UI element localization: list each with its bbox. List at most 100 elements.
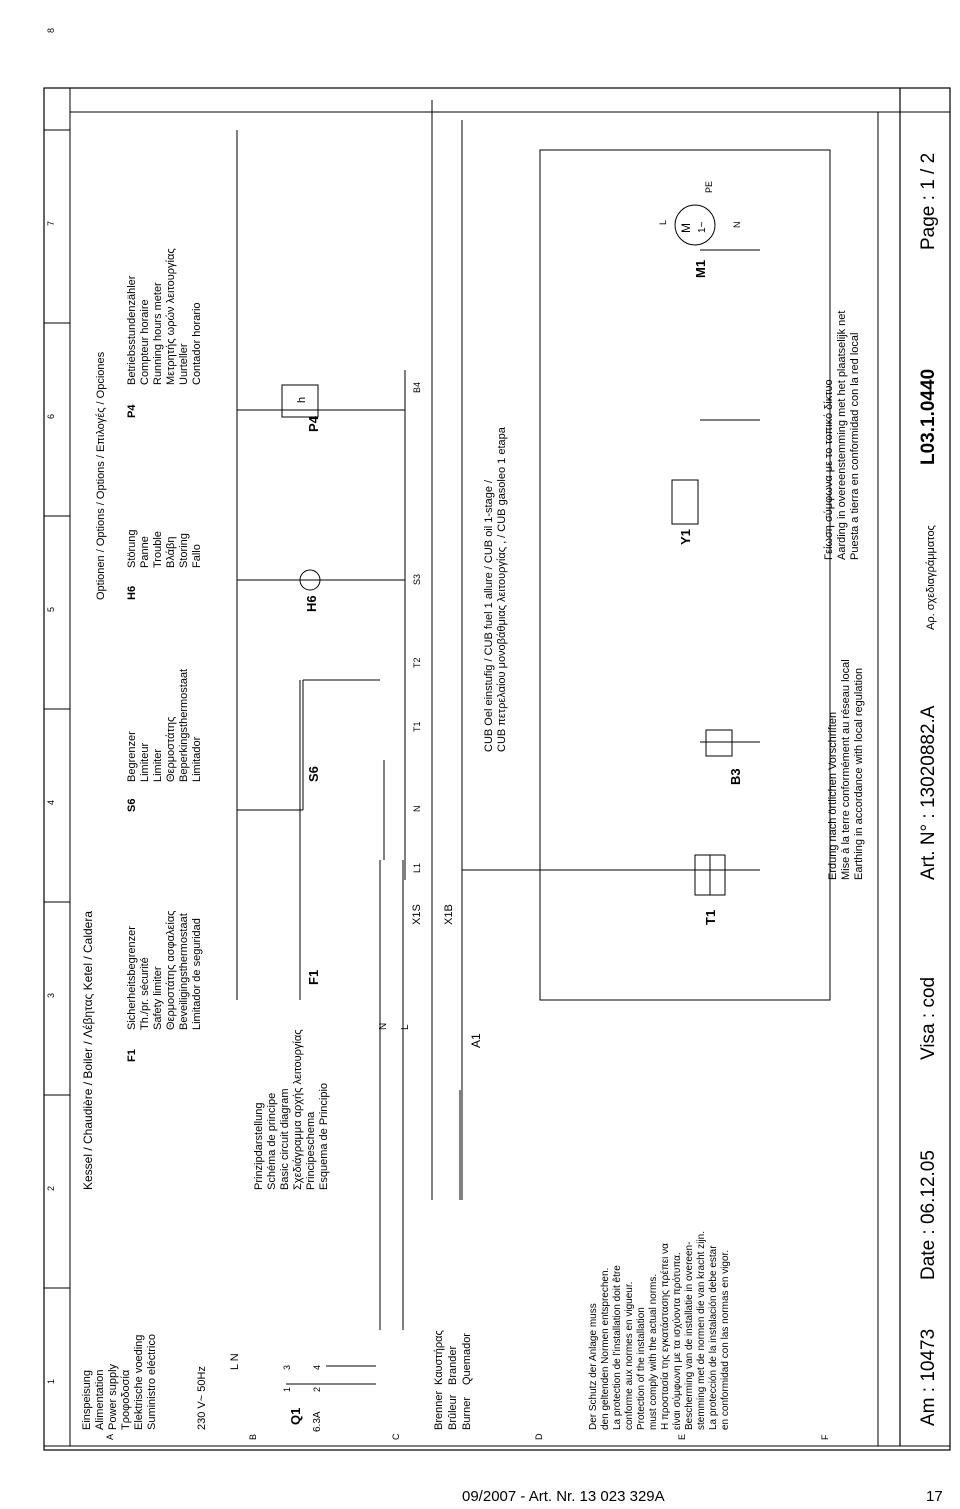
title-drawing-code: L03.1.0440 [918,369,939,465]
s6-legend: Beperkingsthermostaat [178,669,190,782]
p4-code: P4 [126,404,138,418]
f1-legend: Limitador de seguridad [191,918,203,1030]
drawing-content [286,1365,376,1385]
protection-note: en conformidad con las normas en vigor. [720,1250,731,1430]
y1-device-label: Y1 [678,529,693,545]
burner-name: Καυστήρας [433,1330,445,1385]
circuit-wiring [286,1365,376,1385]
photocell-b3 [705,729,733,757]
grid-column-label: 4 [46,800,56,805]
h6-legend: Trouble [152,531,164,568]
principle-label: Basic circuit diagram [279,1089,291,1190]
p4-legend: Betriebsstundenzähler [126,275,138,385]
p4-legend: Contador horario [191,302,203,385]
h6-legend: Fallo [191,544,203,568]
m1-device-label: M1 [693,260,708,278]
supply-terminals: L N [229,1353,241,1370]
protection-note: La protection de l'installation doit êtr… [612,1265,623,1430]
motor-pin-n: N [732,222,742,229]
motor-pin-pe: PE [704,181,714,193]
h6-legend: Störung [126,529,138,568]
f1-legend: Beveiligingsthermostaat [178,913,190,1030]
grid-row-label: C [391,1433,401,1440]
h6-device-label: H6 [304,595,319,612]
grid-row-label: A [105,1434,115,1440]
earthing-note: Earthing in accordance with local regula… [853,668,865,880]
principle-label: Principeschema [305,1111,317,1190]
q1-rating: 6.3A [312,1411,323,1432]
title-page: Page : 1 / 2 [918,153,939,250]
earthing-note: Γείωση σύμφωνα με το τοπικό δίκτυο [823,379,835,560]
grid-ticks [44,129,70,1289]
protection-note: Protection of the installation [636,1307,647,1430]
kessel-title: Kessel / Chaudière / Boiler / Λέβητας Ke… [81,911,95,1190]
footer-page-number: 17 [926,1488,943,1505]
f1-legend: Th./pr. sécurité [139,957,151,1030]
supply-label: Power supply [107,1363,119,1430]
grid-column-label: 6 [46,414,56,419]
grid-column-label: 5 [46,607,56,612]
h6-legend: Storing [178,533,190,568]
supply-label: Einspeisung [81,1370,93,1430]
burner-name: Brenner [433,1391,445,1430]
cub-label: CUB Oel einstufig / CUB fuel 1 allure / … [483,479,495,752]
solenoid-y1 [671,479,699,525]
motor-letter: M [679,223,693,233]
q1-pin: 4 [312,1365,322,1370]
pin-n: N [412,806,422,813]
grid-column-label: 2 [46,1186,56,1191]
protection-note: είναι σύμφωνη με τα ισχύοντα πρότυπα. [671,1252,683,1430]
grid-column-label: 3 [46,993,56,998]
title-ar: Αρ. σχεδιαγράμματος [925,525,937,630]
grid-row-label: B [248,1434,258,1440]
a1-label: A1 [469,1033,483,1048]
principle-label: Esquema de Principio [318,1083,330,1190]
b3-device-label: B3 [728,768,743,785]
protection-note: La protección de la instalación debe est… [708,1245,719,1430]
footer-reference: 09/2007 - Art. Nr. 13 023 329A [462,1488,665,1505]
earthing-note: Puesta a tierra en conformidad con la re… [849,333,861,560]
burner-name: Burner [461,1397,473,1430]
f1-legend: Safety limiter [152,966,164,1030]
motor-pin-l: L [658,220,668,225]
s6-legend: Begrenzer [126,731,138,782]
grid-column-label: 1 [46,1379,56,1384]
bus-l: L [400,1024,411,1030]
title-date: Date : 06.12.05 [918,1150,939,1280]
motor-symbol [674,204,716,246]
p4-unit: h [296,397,308,403]
protection-note: must comply with the actual norms. [648,1274,659,1430]
burner-name: Brander [447,1346,459,1385]
burner-name: Quemador [461,1333,473,1385]
lamp-h6 [299,569,321,591]
supply-label: Τροφοδοσία [120,1369,132,1430]
f1-device-label: F1 [306,970,321,985]
pin-s3: S3 [412,574,422,585]
p4-legend: Running hours meter [152,282,164,385]
bus-n: N [378,1023,389,1030]
principle-label: Σχεδιάγραμμα αρχής λειτουργίας [292,1029,304,1190]
p4-legend: Compteur horaire [139,299,151,385]
q1-pin: 1 [282,1387,292,1392]
supply-voltage: 230 V~ 50Hz [196,1366,208,1430]
p4-device-label: P4 [306,415,321,432]
burner-name: Brûleur [447,1394,459,1430]
earthing-note: Mise à la terre conformément au réseau l… [840,659,852,880]
grid-row-label: E [677,1434,687,1440]
motor-phase: 1~ [697,221,708,233]
grid-column-label: 7 [46,221,56,226]
f1-code: F1 [126,1049,138,1062]
x1s-label: X1S [411,904,423,925]
protection-note: conforme aux normes en vigueur. [624,1282,635,1430]
earthing-note: Aarding in overeenstemming met het plaat… [836,311,848,560]
cub-label: CUB πετρελαίου μονοβάθμιας λειτουργίας ,… [496,426,508,752]
principle-label: Schéma de principe [266,1093,278,1190]
title-visa: Visa : cod [918,977,939,1060]
supply-label: Alimentation [94,1369,106,1430]
earthing-note: Erdung nach örtlichen Vorschriften [827,712,839,880]
s6-legend: Θερμοστάτης [165,717,177,782]
f1-legend: Sicherheitsbegrenzer [126,926,138,1030]
pin-b4: B4 [412,382,422,393]
